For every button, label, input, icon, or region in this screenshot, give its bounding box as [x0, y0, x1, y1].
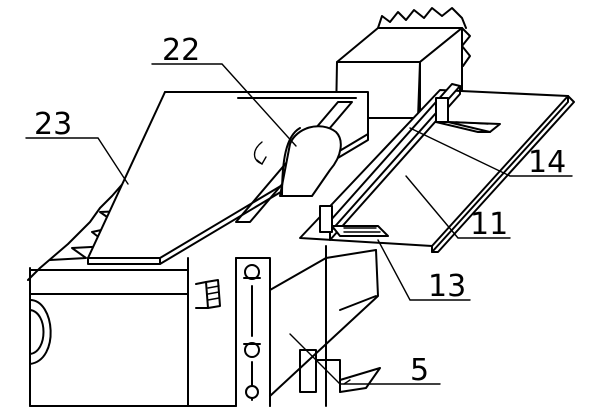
callout-23: 23: [34, 107, 72, 142]
angle-bracket-upper: [435, 97, 501, 133]
sliding-table: [299, 89, 575, 253]
leader-lines: [25, 63, 573, 385]
left-frame: [27, 91, 189, 407]
leader-23: [25, 137, 129, 185]
saw-blade: [253, 125, 342, 197]
callout-22: 22: [162, 33, 200, 68]
callout-labels: 22 23 14 11 13 5: [34, 33, 566, 388]
callout-13: 13: [428, 269, 466, 304]
leader-5: [289, 333, 441, 385]
callout-5: 5: [410, 353, 429, 388]
table-support: [187, 245, 381, 407]
leader-13: [377, 239, 471, 301]
angle-bracket-lower: [319, 205, 389, 237]
leader-11: [405, 175, 511, 239]
callout-11: 11: [470, 207, 508, 242]
leader-22: [151, 63, 297, 147]
leader-14: [409, 127, 573, 177]
callout-14: 14: [528, 145, 566, 180]
